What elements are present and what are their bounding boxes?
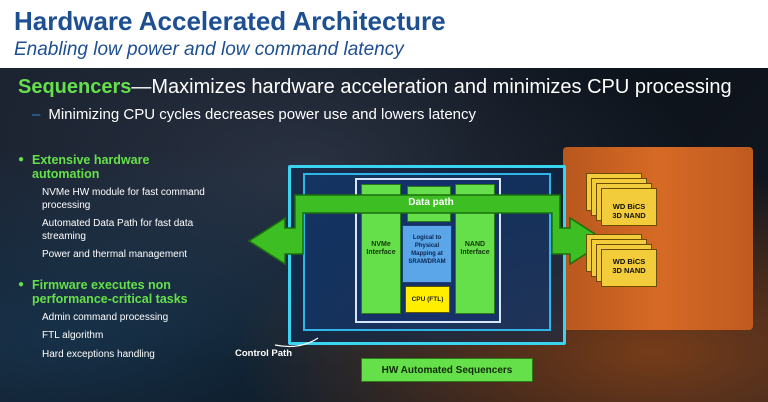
hw-sequencers-label: HW Automated Sequencers xyxy=(381,364,513,376)
nand-die xyxy=(601,249,657,287)
nand-die xyxy=(601,188,657,226)
hw-sequencers-box: HW Automated Sequencers xyxy=(361,358,533,382)
nand-label-line2: 3D NAND xyxy=(612,266,646,275)
nvme-interface-label: NVMe Interface xyxy=(366,241,396,256)
slide-subtitle: Enabling low power and low command laten… xyxy=(14,39,404,60)
list-item: Power and thermal management xyxy=(42,249,188,260)
list-item: Hard exceptions handling xyxy=(42,348,155,360)
group-heading-line2: automation xyxy=(32,167,100,181)
nand-label-line1: WD BiCS xyxy=(612,257,646,266)
cpu-block: CPU (FTL) xyxy=(405,286,450,313)
mapping-label: Logical to Physical Mapping at SRAM/DRAM xyxy=(408,235,446,265)
control-path-pointer xyxy=(274,337,319,348)
nand-label-line1: WD BiCS xyxy=(612,202,646,211)
nand-interface-label: NAND Interface xyxy=(460,241,490,256)
list-item: FTL algorithm xyxy=(42,330,104,341)
bullet-icon: ● xyxy=(18,154,25,165)
slide-header: Hardware Accelerated Architecture Enabli… xyxy=(0,0,768,68)
data-path-shape xyxy=(247,194,608,266)
sub-bullet: –Minimizing CPU cycles decreases power u… xyxy=(32,106,476,123)
sub-bullet-text: Minimizing CPU cycles decreases power us… xyxy=(48,106,477,123)
list-item: NVMe HW module for fast command processi… xyxy=(42,187,205,211)
group-heading-line1: Firmware executes non xyxy=(32,277,171,292)
list-item: Automated Data Path for fast data stream… xyxy=(42,218,194,242)
control-path-label: Control Path xyxy=(235,348,292,359)
list-item: Admin command processing xyxy=(42,311,169,323)
cpu-label: CPU (FTL) xyxy=(411,296,444,303)
slide-title: Hardware Accelerated Architecture xyxy=(14,6,446,36)
headline-text: —Maximizes hardware acceleration and min… xyxy=(131,76,732,98)
dash-bullet: – xyxy=(32,106,41,123)
nand-label-line2: 3D NAND xyxy=(612,211,646,220)
group-heading-line1: Extensive hardware xyxy=(32,153,150,167)
headline: Sequencers—Maximizes hardware accelerati… xyxy=(18,76,732,99)
headline-emphasis: Sequencers xyxy=(18,76,132,98)
group-heading-line2: performance-critical tasks xyxy=(32,291,188,306)
bullet-icon: ● xyxy=(18,278,25,290)
data-path-label: Data path xyxy=(408,197,454,208)
mapping-block: Logical to Physical Mapping at SRAM/DRAM xyxy=(402,225,452,283)
